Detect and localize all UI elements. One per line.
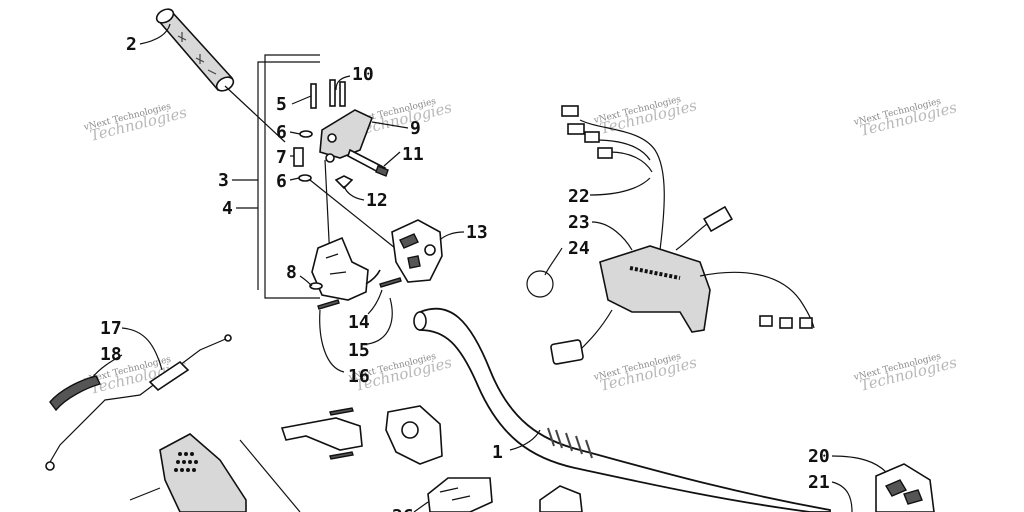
leader-22: [589, 177, 651, 196]
bracket-frame-inner: [257, 61, 320, 290]
watermark-7: Technologies vNext Technologies: [592, 352, 699, 395]
leader-grip: [224, 85, 286, 143]
leader-lower-2: [129, 487, 161, 501]
callout-10: 10: [352, 64, 374, 85]
hand-grip: [155, 8, 235, 92]
callout-24: 24: [568, 238, 590, 259]
callout-4: 4: [222, 198, 233, 219]
handlebar: [413, 307, 831, 512]
leader-14: [367, 289, 383, 315]
leader-18: [91, 354, 123, 379]
leader-6a: [289, 131, 301, 135]
callout-1: 1: [492, 442, 503, 463]
leader-24: [544, 247, 563, 276]
leader-lower-1: [239, 439, 301, 512]
leader-2: [139, 23, 171, 45]
leader-10: [335, 75, 351, 91]
throttle-cable: [45, 334, 232, 471]
callout-11: 11: [402, 144, 424, 165]
leader-1: [509, 429, 541, 451]
callout-2: 2: [126, 34, 137, 55]
callout-7: 7: [276, 147, 287, 168]
callout-18: 18: [100, 344, 122, 365]
leader-8: [299, 275, 313, 287]
leader-11: [383, 151, 401, 167]
callout-8: 8: [286, 262, 297, 283]
callout-6a: 6: [276, 122, 287, 143]
leader-23: [591, 221, 633, 251]
callout-12: 12: [366, 190, 388, 211]
watermark-4: Technologies vNext Technologies: [852, 97, 959, 140]
callout-9: 9: [410, 118, 421, 139]
callout-6b: 6: [276, 171, 287, 192]
callout-16: 16: [348, 366, 370, 387]
callout-23: 23: [568, 212, 590, 233]
leader-5: [291, 95, 312, 105]
watermark-1: Technologies vNext Technologies: [82, 102, 189, 145]
leader-12: [343, 185, 365, 201]
watermark-8: Technologies vNext Technologies: [852, 352, 959, 395]
leader-13: [439, 231, 465, 241]
callout-22: 22: [568, 186, 590, 207]
callout-17: 17: [100, 318, 122, 339]
callout-26: 26: [392, 506, 414, 512]
switch-housing: [391, 219, 443, 283]
callout-13: 13: [466, 222, 488, 243]
leader-21: [831, 481, 853, 512]
right-switch-housing: [875, 463, 935, 512]
leader-16: [319, 309, 345, 373]
lower-left-parts: [129, 405, 583, 512]
throttle-lever-assembly: [293, 79, 389, 190]
throttle-housing: [309, 236, 402, 310]
callout-20: 20: [808, 446, 830, 467]
leader-15: [367, 297, 393, 345]
bracket-frame-outer: [264, 54, 320, 299]
callout-3: 3: [218, 170, 229, 191]
callout-5: 5: [276, 94, 287, 115]
callout-14: 14: [348, 312, 370, 333]
leader-9: [371, 121, 409, 129]
callout-15: 15: [348, 340, 370, 361]
leader-6b: [289, 177, 300, 181]
leader-20: [831, 455, 887, 473]
leader-26: [413, 501, 429, 512]
callout-21: 21: [808, 472, 830, 493]
wiring-harness: [526, 105, 815, 365]
watermark-3: Technologies vNext Technologies: [592, 95, 699, 138]
leader-17: [121, 327, 163, 371]
